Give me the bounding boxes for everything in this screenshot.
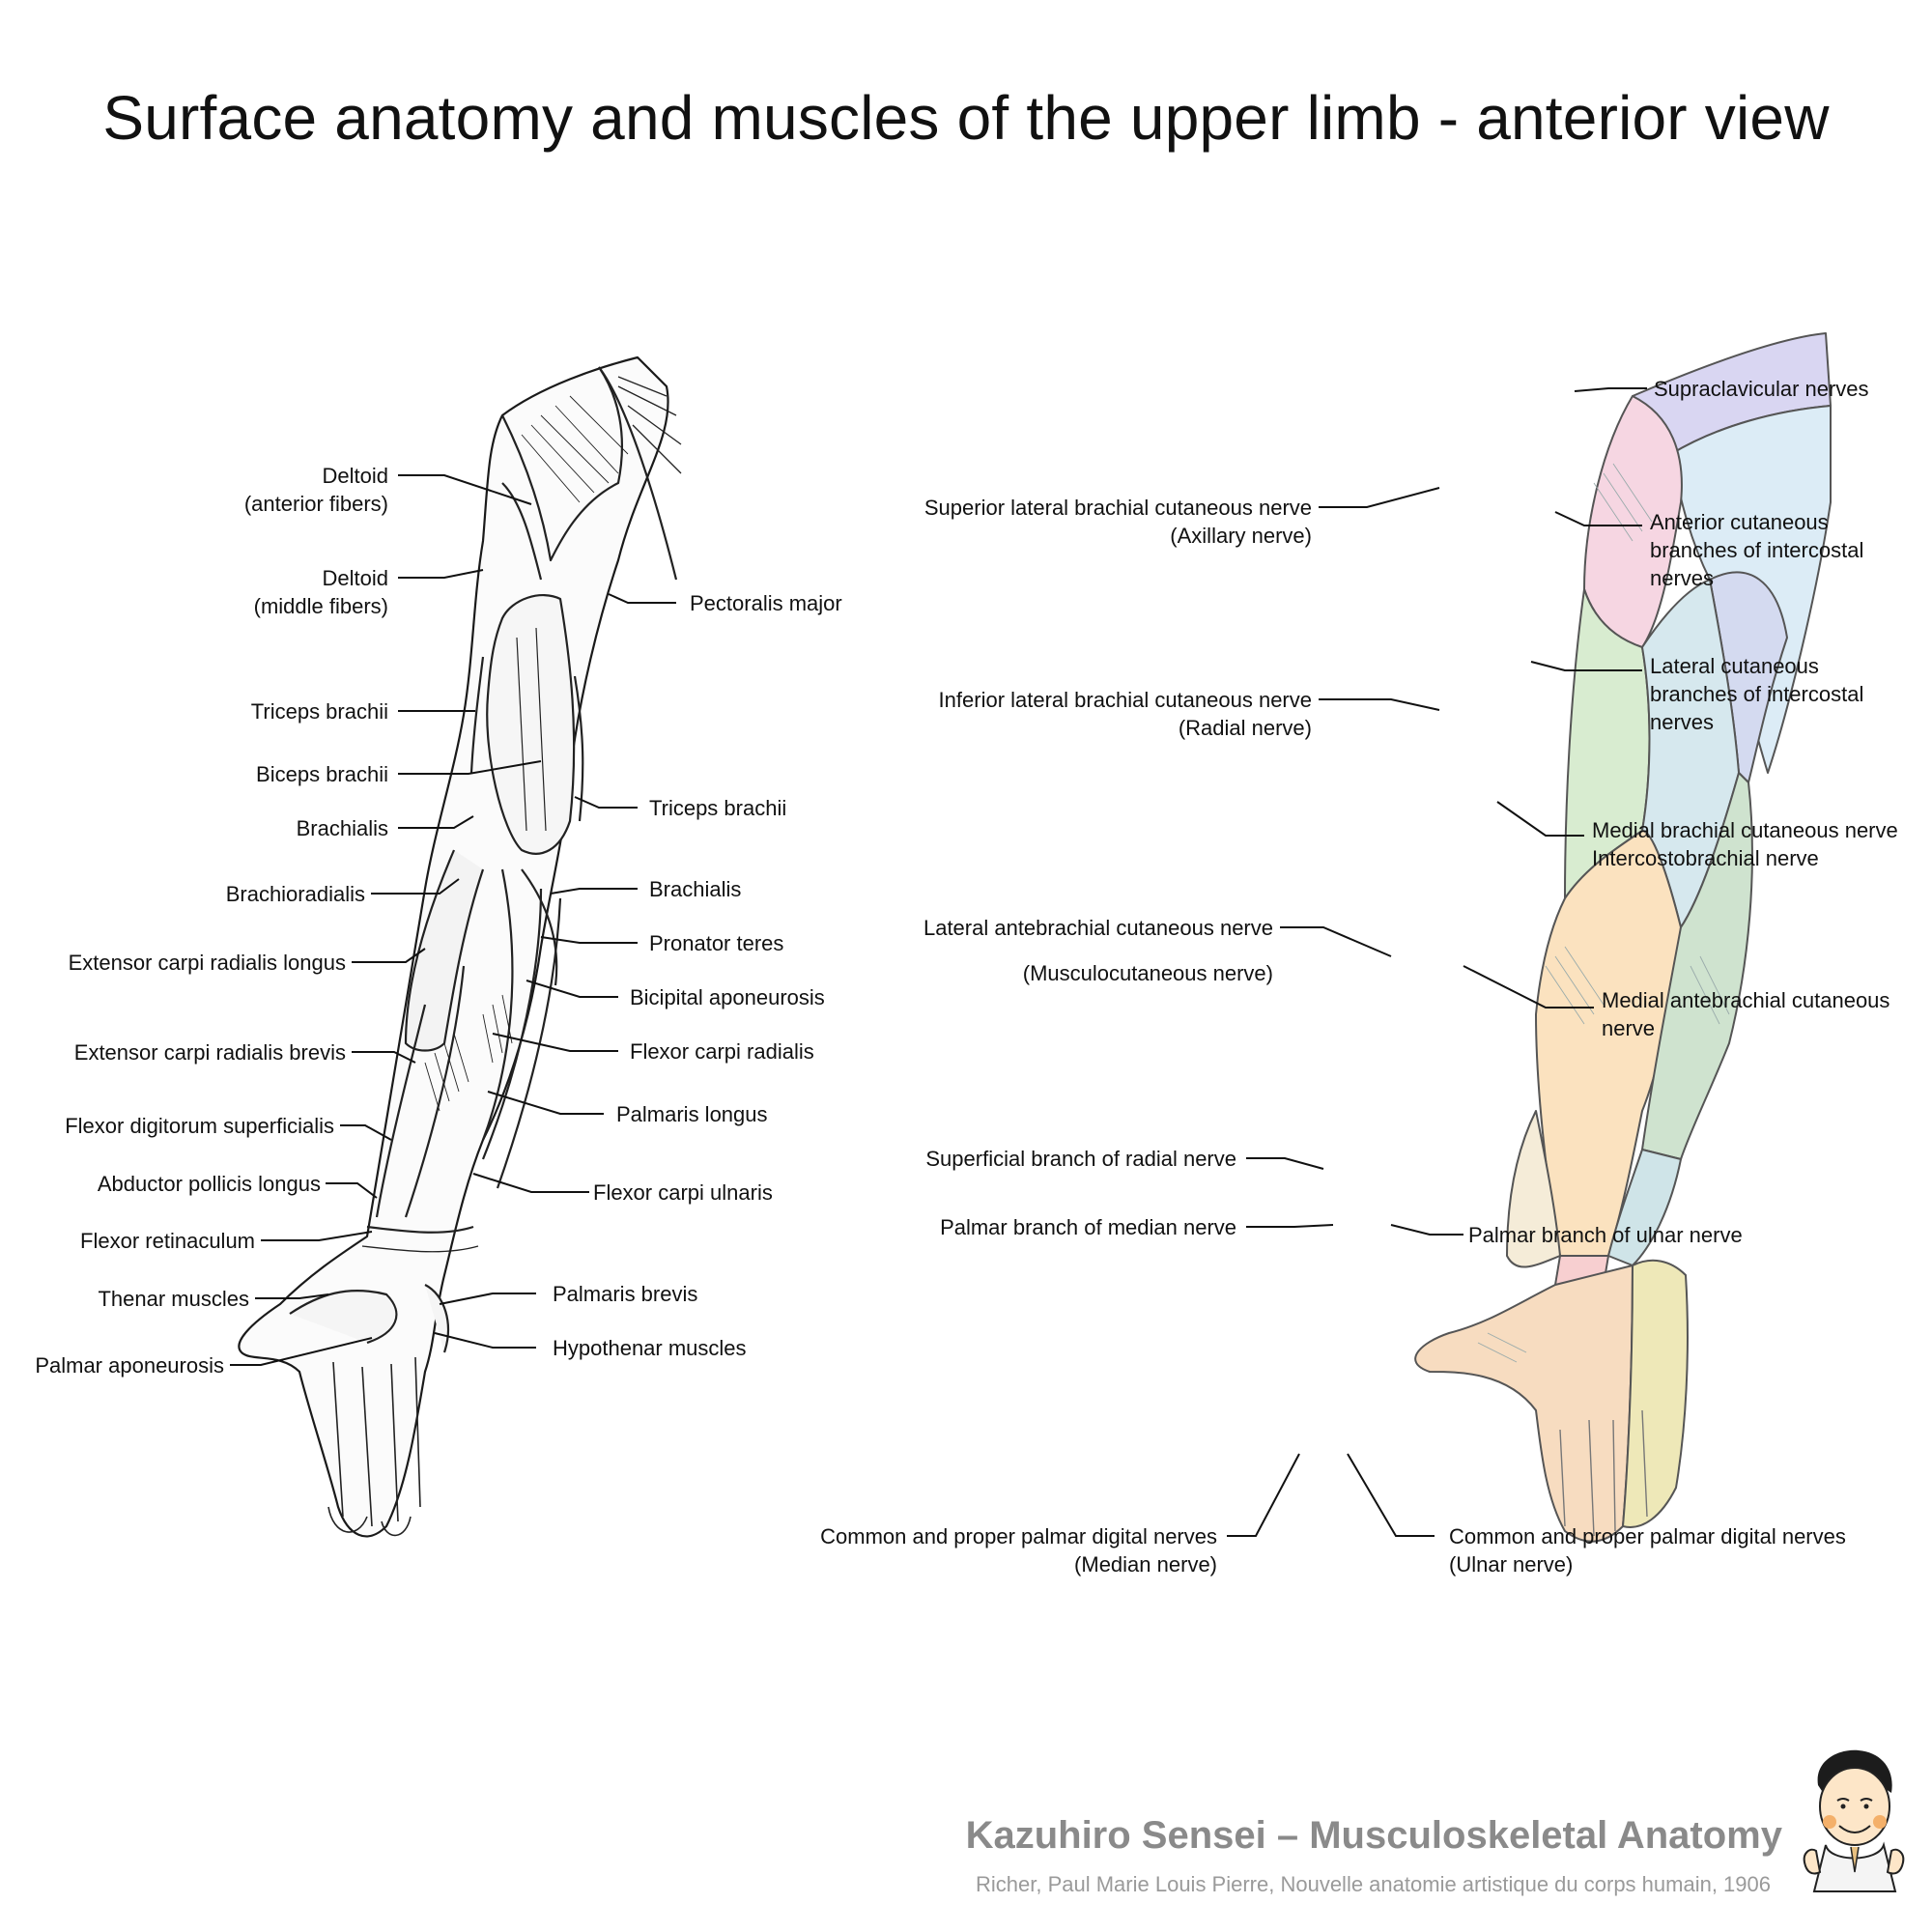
label-palmaris-longus: Palmaris longus xyxy=(616,1102,768,1126)
label-medial-antebrachial-cutaneous-nerve: Medial antebrachial cutaneous nerve xyxy=(1602,988,1890,1040)
region-median-digital xyxy=(1414,1264,1634,1543)
label-palmar-aponeurosis: Palmar aponeurosis xyxy=(35,1353,224,1378)
muscle-arm-drawing xyxy=(238,355,682,1538)
label-extensor-carpi-radialis-longus: Extensor carpi radialis longus xyxy=(68,951,346,975)
label-palmaris-brevis: Palmaris brevis xyxy=(553,1282,698,1306)
label-brachialis-right: Brachialis xyxy=(649,877,742,901)
label-lateral-cutaneous-branches: Lateral cutaneous branches of intercosta… xyxy=(1650,654,1864,734)
credit-title: Kazuhiro Sensei – Musculoskeletal Anatom… xyxy=(965,1814,1782,1857)
label-palmar-digital-nerves-median: Common and proper palmar digital nerves … xyxy=(820,1524,1217,1577)
label-triceps-brachii-left: Triceps brachii xyxy=(250,699,388,724)
label-deltoid-anterior: Deltoid (anterior fibers) xyxy=(243,464,388,516)
label-deltoid-middle: Deltoid (middle fibers) xyxy=(253,566,388,618)
label-palmar-digital-nerves-ulnar: Common and proper palmar digital nerves … xyxy=(1449,1524,1846,1577)
author-avatar xyxy=(1803,1749,1905,1892)
label-superior-lateral-brachial-cutaneous-nerve: Superior lateral brachial cutaneous nerv… xyxy=(923,496,1312,548)
label-flexor-digitorum-superficialis: Flexor digitorum superficialis xyxy=(65,1114,334,1138)
label-flexor-carpi-ulnaris: Flexor carpi ulnaris xyxy=(593,1180,773,1205)
region-medial-antebrachial xyxy=(1641,772,1753,1160)
label-inferior-lateral-brachial-cutaneous-nerve: Inferior lateral brachial cutaneous nerv… xyxy=(938,688,1312,740)
label-pectoralis-major: Pectoralis major xyxy=(690,591,842,615)
label-superficial-branch-of-radial-nerve: Superficial branch of radial nerve xyxy=(925,1147,1236,1171)
page-title: Surface anatomy and muscles of the upper… xyxy=(102,83,1830,153)
nerve-leader-lines xyxy=(1227,387,1647,1537)
label-pronator-teres: Pronator teres xyxy=(649,931,784,955)
label-bicipital-aponeurosis: Bicipital aponeurosis xyxy=(630,985,825,1009)
label-brachialis-left: Brachialis xyxy=(296,816,388,840)
credit-source: Richer, Paul Marie Louis Pierre, Nouvell… xyxy=(976,1872,1771,1896)
label-hypothenar-muscles: Hypothenar muscles xyxy=(553,1336,747,1360)
label-abductor-pollicis-longus: Abductor pollicis longus xyxy=(97,1172,321,1196)
label-biceps-brachii: Biceps brachii xyxy=(256,762,388,786)
label-extensor-carpi-radialis-brevis: Extensor carpi radialis brevis xyxy=(73,1040,346,1065)
label-medial-brachial-cutaneous-nerve: Medial brachial cutaneous nerve Intercos… xyxy=(1592,818,1898,870)
label-palmar-branch-of-ulnar-nerve: Palmar branch of ulnar nerve xyxy=(1468,1223,1743,1247)
label-thenar-muscles: Thenar muscles xyxy=(98,1287,249,1311)
nerve-territory-arm xyxy=(1414,332,1832,1543)
label-flexor-carpi-radialis: Flexor carpi radialis xyxy=(630,1039,814,1064)
region-musculocutaneous xyxy=(1535,830,1682,1257)
label-palmar-branch-of-median-nerve: Palmar branch of median nerve xyxy=(940,1215,1236,1239)
label-flexor-retinaculum: Flexor retinaculum xyxy=(80,1229,255,1253)
label-lateral-antebrachial-cutaneous-nerve: Lateral antebrachial cutaneous nerve (Mu… xyxy=(923,916,1273,985)
region-ulnar-digital xyxy=(1622,1259,1689,1528)
label-supraclavicular-nerves: Supraclavicular nerves xyxy=(1654,377,1869,401)
muscle-leader-lines xyxy=(230,474,676,1366)
label-brachioradialis: Brachioradialis xyxy=(225,882,365,906)
label-anterior-cutaneous-branches: Anterior cutaneous branches of intercost… xyxy=(1650,510,1864,590)
region-radial-superficial xyxy=(1506,1110,1561,1268)
label-triceps-brachii-right: Triceps brachii xyxy=(649,796,787,820)
